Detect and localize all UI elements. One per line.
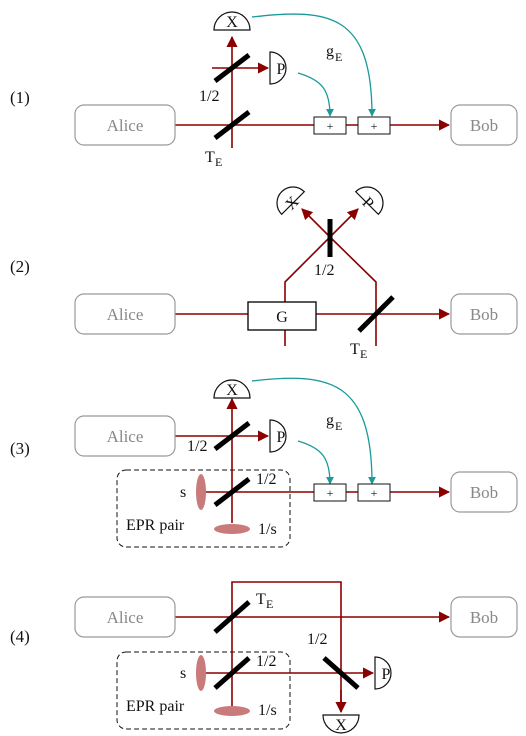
panel-4-bob-box — [450, 596, 518, 638]
panel-2-tap-splitter — [357, 295, 395, 333]
panel-2-alice-box — [74, 293, 176, 335]
panel-3-p-feedforward — [297, 440, 334, 485]
panel-3-plus-1: + — [327, 486, 334, 500]
panel-1-p-detector — [269, 51, 287, 85]
panel-4-squeezer-inv — [214, 706, 250, 716]
panel-3-half-splitter-top — [213, 421, 251, 451]
panel-4-x-label: X — [335, 717, 347, 734]
panel-4-p-label: P — [382, 666, 391, 683]
panel-2-tap-subscript: E — [360, 347, 367, 361]
panel-4-loop-beam — [231, 581, 342, 712]
panel-1-x-feedforward — [251, 13, 376, 117]
panel-2-x-beam — [301, 208, 331, 238]
panel-2-bob-label: Bob — [470, 305, 498, 324]
panel-3-squeeze-s: s — [180, 484, 186, 501]
panel-4-squeezer-s — [196, 655, 206, 691]
panel-3-x-detector — [213, 379, 251, 399]
panel-1-splitter-ratio: 1/2 — [199, 88, 219, 105]
panel-3-splitter-ratio-b: 1/2 — [256, 471, 276, 488]
panel-2-number: (2) — [10, 257, 30, 276]
panel-1-tap-label: T — [205, 149, 215, 166]
panel-4-squeeze-inv: 1/s — [258, 702, 277, 719]
panel-1-gain-subscript: E — [335, 50, 342, 64]
panel-3: (3) Alice Bob X P + + 1/2 1/2 — [10, 377, 518, 548]
panel-1-plus-2: + — [371, 119, 378, 133]
panel-2-bob-box — [450, 293, 518, 335]
panel-2-right-arm — [329, 236, 377, 346]
panel-3-half-splitter-epr — [213, 477, 251, 507]
panel-4-tap-label: T — [256, 591, 266, 608]
panel-4-half-splitter-measure — [322, 656, 360, 690]
panel-3-plus-2: + — [371, 486, 378, 500]
panel-1-alice-box — [74, 104, 176, 146]
panel-1-x-detector — [213, 11, 251, 31]
panel-4-epr-box — [116, 651, 291, 730]
panel-3-alice-label: Alice — [107, 427, 144, 446]
panel-3-p-label: P — [277, 429, 286, 446]
panel-2-x-detector — [276, 186, 306, 216]
panel-3-number: (3) — [10, 439, 30, 458]
panel-3-splitter-ratio-a: 1/2 — [187, 438, 207, 455]
panel-3-squeezer-inv — [214, 524, 250, 534]
panel-4-splitter-ratio-b: 1/2 — [307, 631, 327, 648]
panel-4-number: (4) — [10, 627, 30, 646]
panel-1-tap-subscript: E — [215, 155, 222, 169]
panel-4-squeeze-s: s — [180, 665, 186, 682]
panel-3-bob-label: Bob — [470, 483, 498, 502]
panel-3-alice-box — [74, 415, 176, 457]
panel-1-tap-splitter — [213, 110, 251, 140]
panel-2: (2) Alice Bob G X P 1/2 T E — [10, 186, 518, 361]
panel-3-x-label: X — [226, 382, 238, 399]
panel-2-alice-label: Alice — [107, 305, 144, 324]
panel-4-alice-label: Alice — [107, 608, 144, 627]
panel-2-splitter-ratio: 1/2 — [314, 262, 334, 279]
panel-4-half-splitter-epr — [213, 656, 251, 690]
panel-1: (1) Alice Bob X P + + 1/2 T E g E — [10, 11, 518, 169]
panel-4-alice-box — [74, 596, 176, 638]
panel-3-p-detector — [269, 419, 287, 453]
panel-2-p-beam — [329, 208, 359, 238]
panel-1-half-splitter — [213, 53, 251, 83]
panel-3-epr-box — [116, 469, 291, 548]
panel-1-bob-label: Bob — [470, 116, 498, 135]
panel-4-tap-splitter — [213, 600, 251, 634]
panel-3-x-feedforward — [251, 377, 376, 485]
panel-4-x-detector — [322, 714, 360, 734]
panel-4: (4) Alice Bob P X T E 1/2 1/2 s 1/s EPR … — [10, 581, 518, 734]
panel-1-p-label: P — [277, 61, 286, 78]
panel-1-gain-label: g — [326, 43, 334, 60]
panel-3-bob-box — [450, 471, 518, 513]
panel-3-gain-label: g — [326, 412, 334, 429]
panel-2-p-detector — [354, 186, 384, 216]
panel-3-plus-box-2 — [357, 483, 391, 502]
panel-1-number: (1) — [10, 88, 30, 107]
panel-3-gain-subscript: E — [335, 419, 342, 433]
panel-1-plus-box-1 — [313, 116, 347, 135]
panel-1-alice-label: Alice — [107, 116, 144, 135]
panel-3-squeezer-s — [196, 474, 206, 510]
panel-4-epr-label: EPR pair — [126, 698, 185, 715]
panel-3-squeeze-inv: 1/s — [258, 521, 277, 538]
panel-1-plus-box-2 — [357, 116, 391, 135]
panel-3-plus-box-1 — [313, 483, 347, 502]
panel-1-x-label: X — [226, 14, 238, 31]
panel-4-tap-subscript: E — [266, 597, 273, 611]
panel-1-p-feedforward — [297, 72, 334, 117]
panel-4-splitter-ratio-a: 1/2 — [256, 653, 276, 670]
panel-4-bob-label: Bob — [470, 608, 498, 627]
panel-4-p-detector — [374, 656, 392, 690]
panel-2-gain-box — [247, 301, 317, 331]
panel-1-bob-box — [450, 104, 518, 146]
panel-2-gain-label: G — [276, 309, 288, 326]
panel-2-tap-label: T — [350, 341, 360, 358]
panel-1-plus-1: + — [327, 119, 334, 133]
panel-3-epr-label: EPR pair — [126, 517, 185, 534]
